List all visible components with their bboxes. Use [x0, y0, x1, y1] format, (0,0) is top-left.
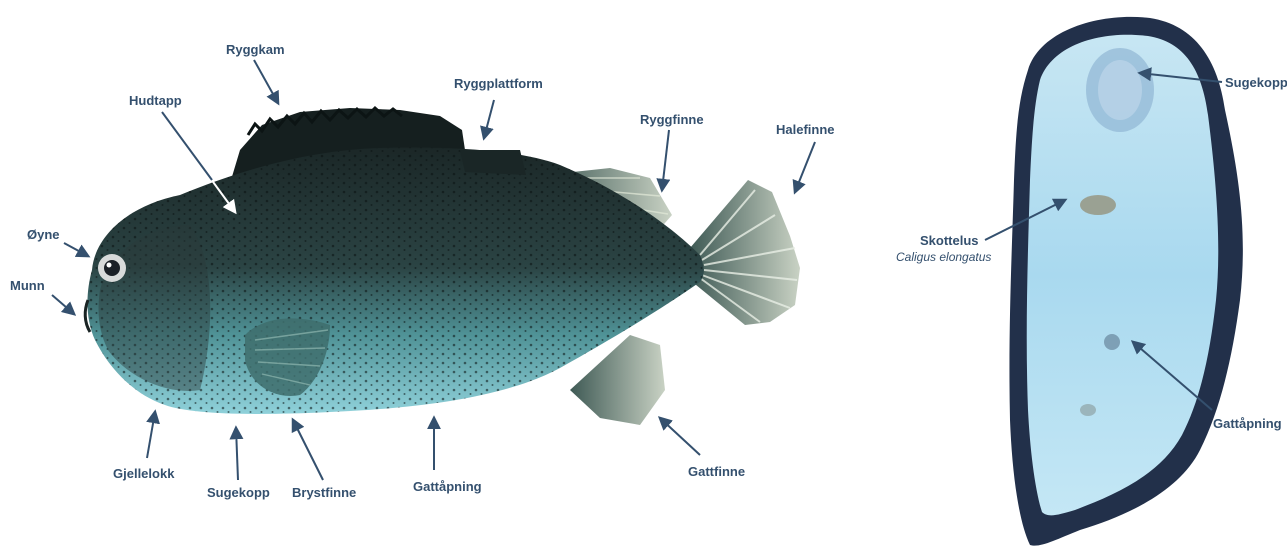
arrow-brystfinne: [293, 420, 323, 480]
label-sugekopp-side: Sugekopp: [207, 485, 270, 500]
label-skottelus-latin: Caligus elongatus: [896, 250, 991, 264]
label-munn: Munn: [10, 278, 45, 293]
arrow-oyne: [64, 243, 88, 256]
arrow-halefinne: [795, 142, 815, 192]
fish-side-view: [85, 108, 800, 425]
label-gjellelokk: Gjellelokk: [113, 466, 175, 481]
anal-opening: [1104, 334, 1120, 350]
arrow-gattfinne: [660, 418, 700, 455]
label-gattapning-ventral: Gattåpning: [1213, 416, 1282, 431]
arrow-ryggfinne: [662, 130, 669, 190]
arrow-gjellelokk: [147, 412, 155, 458]
arrow-ryggkam: [254, 60, 278, 103]
label-skottelus: Skottelus: [920, 233, 979, 248]
label-halefinne: Halefinne: [776, 122, 835, 137]
label-brystfinne: Brystfinne: [292, 485, 356, 500]
label-ryggplattform: Ryggplattform: [454, 76, 543, 91]
label-ryggkam: Ryggkam: [226, 42, 285, 57]
label-oyne: Øyne: [27, 227, 60, 242]
label-sugekopp-ventral: Sugekopp: [1225, 75, 1287, 90]
label-hudtapp: Hudtapp: [129, 93, 182, 108]
arrow-sugekopp-side: [236, 428, 238, 480]
fish-ventral-view: [1009, 17, 1242, 546]
label-ryggfinne: Ryggfinne: [640, 112, 704, 127]
dorsal-platform-shape: [460, 150, 526, 175]
arrow-munn: [52, 295, 74, 314]
label-gattapning-side: Gattåpning: [413, 479, 482, 494]
sea-louse-spot: [1080, 195, 1116, 215]
label-gattfinne: Gattfinne: [688, 464, 745, 479]
arrow-ryggplattform: [484, 100, 494, 138]
